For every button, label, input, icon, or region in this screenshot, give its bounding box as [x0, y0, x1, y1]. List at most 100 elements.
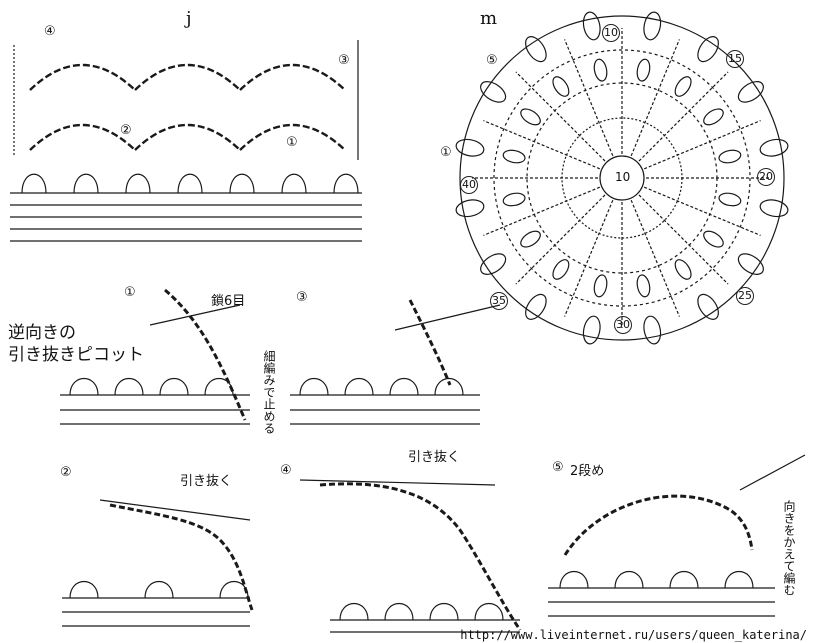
m-stitch-count-40: 40: [460, 176, 478, 194]
m-picot: [697, 293, 719, 320]
m-picot: [525, 36, 547, 63]
m-inner-picot: [502, 192, 526, 207]
m-spoke: [483, 186, 601, 236]
step-picot-loop: [339, 603, 369, 621]
round-label-4: ④: [44, 24, 56, 39]
step-picot-loop: [724, 571, 754, 589]
step-picot-loop: [69, 581, 99, 599]
j-picot-loop: [333, 173, 359, 194]
m-spoke: [630, 199, 680, 317]
m-round-label-1: ①: [440, 145, 452, 160]
round-label-3: ③: [338, 53, 350, 68]
step-picot-loop: [474, 603, 504, 621]
picot-title-line2: 引き抜きピコット: [8, 345, 144, 365]
diagram-j-title: j: [186, 8, 192, 29]
m-inner-picot: [703, 108, 724, 126]
m-spoke: [483, 120, 601, 170]
j-picot-loop: [281, 173, 307, 194]
source-url: http://www.liveinternet.ru/users/queen_k…: [460, 628, 807, 642]
m-spoke: [643, 186, 761, 236]
step-4-number: ④: [280, 463, 292, 478]
round-label-2: ②: [120, 123, 132, 138]
diagram-m-title: m: [480, 8, 498, 29]
m-spoke: [638, 194, 729, 285]
picot-title-line1: 逆向きの: [8, 323, 76, 343]
m-picot: [643, 11, 662, 41]
m-stitch-count-10: 10: [602, 24, 620, 42]
round-label-1: ①: [286, 135, 298, 150]
m-motif: [455, 11, 789, 345]
m-spoke: [564, 199, 614, 317]
m-inner-picot: [552, 259, 570, 280]
m-spoke: [515, 194, 606, 285]
step-2-number: ②: [60, 465, 72, 480]
m-stitch-count-20: 20: [757, 168, 775, 186]
m-inner-picot: [703, 230, 724, 248]
step-5-side-label: 向きをかえて編む: [782, 500, 796, 596]
m-picot: [582, 11, 601, 41]
m-picot: [582, 315, 601, 345]
step-5-title: 2段め: [570, 464, 605, 479]
m-picot: [525, 293, 547, 320]
m-inner-picot: [520, 108, 541, 126]
m-picot: [759, 138, 789, 157]
step-picot-loops: [69, 378, 754, 621]
j-picot-loop: [177, 173, 203, 194]
step-2-action: 引き抜く: [180, 474, 233, 489]
m-round-label-5: ⑤: [486, 53, 498, 68]
m-center-count: 10: [615, 170, 631, 184]
j-picot-loop: [229, 173, 255, 194]
m-inner-picot: [674, 76, 692, 97]
m-picot: [480, 81, 507, 103]
m-spoke: [638, 71, 729, 162]
m-picot: [480, 253, 507, 275]
m-stitch-count-30: 30: [614, 316, 632, 334]
m-inner-picot: [593, 58, 608, 82]
m-stitch-count-15: 15: [726, 50, 744, 68]
m-picot: [737, 81, 764, 103]
j-chain-arch: [134, 63, 241, 91]
m-picot: [697, 36, 719, 63]
step-rows: [60, 394, 775, 633]
step-picot-loop: [389, 378, 419, 396]
step-picot-loop: [144, 581, 174, 599]
j-picot-loop: [73, 173, 99, 194]
step-picot-loop: [669, 571, 699, 589]
m-inner-picot: [636, 58, 651, 82]
m-spoke: [630, 39, 680, 157]
m-picot: [643, 315, 662, 345]
j-picot-loop: [21, 173, 47, 194]
step-picot-loop: [429, 603, 459, 621]
m-inner-picot: [718, 192, 742, 207]
step-picot-loop: [219, 581, 249, 599]
m-inner-picot: [718, 149, 742, 164]
m-inner-picot: [674, 259, 692, 280]
j-chain-arch: [29, 123, 136, 151]
step-4-action: 引き抜く: [408, 450, 461, 465]
m-spoke: [564, 39, 614, 157]
m-inner-picot: [502, 149, 526, 164]
m-spoke: [643, 120, 761, 170]
step-3-number: ③: [296, 290, 308, 305]
step-picot-loop: [434, 378, 464, 396]
m-picot: [737, 253, 764, 275]
j-chain-arches: [29, 63, 346, 151]
step-picot-loop: [69, 378, 99, 396]
m-picot: [455, 138, 485, 157]
j-chain-arch: [29, 63, 136, 91]
m-inner-picot: [520, 230, 541, 248]
m-inner-picot: [593, 274, 608, 298]
j-base-rows: [10, 40, 362, 242]
step-picot-loop: [384, 603, 414, 621]
step-5-number: ⑤: [552, 460, 564, 475]
step-picot-loop: [344, 378, 374, 396]
m-stitch-count-25: 25: [736, 287, 754, 305]
step-picot-loop: [204, 378, 234, 396]
step-picot-loop: [114, 378, 144, 396]
j-chain-arch: [134, 123, 241, 151]
step-1-chain-label: 鎖6目: [211, 294, 246, 309]
step-1-side-label: 細編みで止める: [262, 350, 276, 434]
step-chains: [99, 288, 806, 631]
step-1-number: ①: [124, 285, 136, 300]
